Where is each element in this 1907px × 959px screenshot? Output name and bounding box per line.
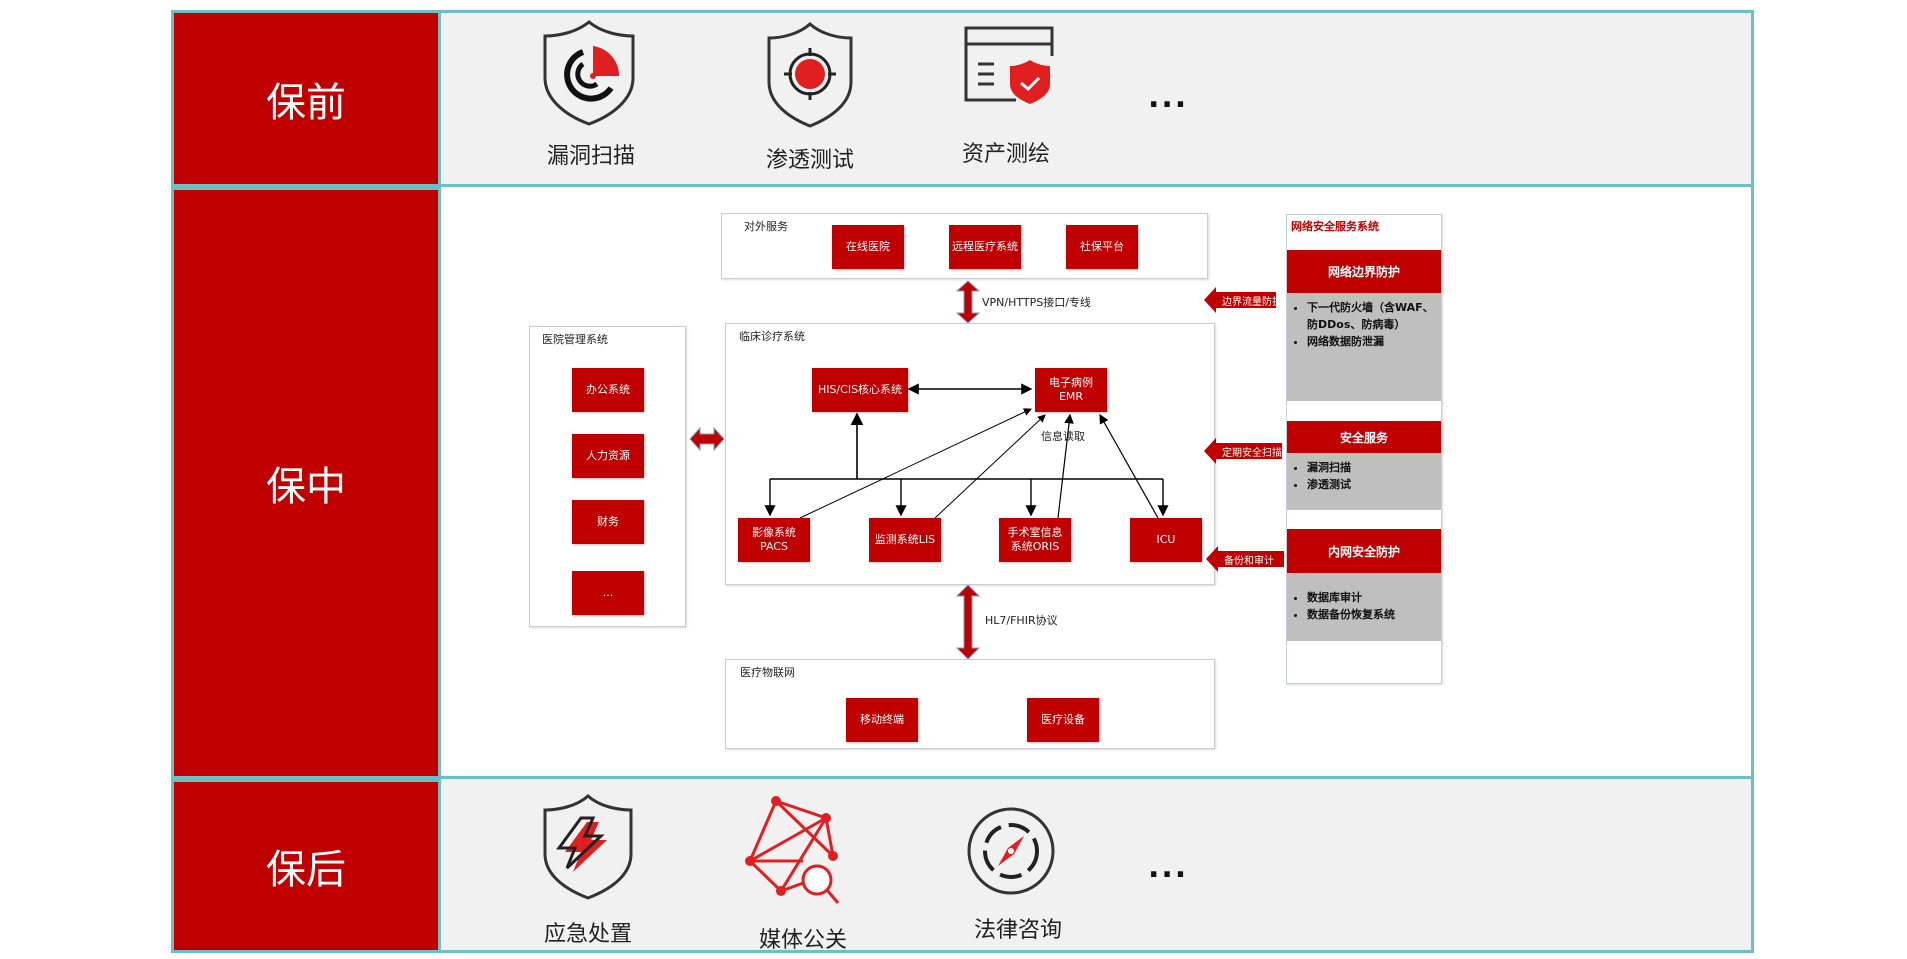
- security-section-body: 数据库审计 数据备份恢复系统: [1287, 573, 1441, 641]
- security-section-header: 网络边界防护: [1287, 250, 1441, 293]
- phase-before-label: 保前: [171, 10, 441, 187]
- info-read-label: 信息读取: [1041, 430, 1085, 443]
- emr-line1: 电子病例: [1049, 376, 1093, 389]
- iot-box: 医疗设备: [1027, 698, 1099, 742]
- oris-line1: 手术室信息: [1007, 526, 1063, 539]
- lightning-shield-icon: [537, 792, 639, 900]
- security-item: 漏洞扫描: [1307, 459, 1437, 476]
- oris-box: 手术室信息 系统ORIS: [999, 518, 1071, 562]
- panel-after: [438, 776, 1754, 953]
- security-section-header: 安全服务: [1287, 421, 1441, 453]
- iot-title: 医疗物联网: [740, 666, 795, 679]
- service-box: 在线医院: [832, 225, 904, 269]
- phase-after-text: 保后: [266, 847, 346, 893]
- icu-line1: ICU: [1156, 533, 1176, 546]
- after-more-ellipsis: ...: [1148, 850, 1189, 885]
- after-item-label: 法律咨询: [973, 918, 1062, 943]
- hospital-management-title: 医院管理系统: [542, 333, 608, 346]
- phase-during-text: 保中: [266, 464, 346, 510]
- hl7-link-label: HL7/FHIR协议: [985, 614, 1058, 627]
- phase-during-label: 保中: [171, 187, 441, 779]
- before-item-label: 资产测绘: [961, 142, 1050, 167]
- security-section-body: 漏洞扫描 渗透测试: [1287, 453, 1441, 510]
- asset-window-shield-icon: [964, 26, 1056, 106]
- after-item-label: 应急处置: [543, 922, 632, 947]
- his-core-box: HIS/CIS核心系统: [812, 368, 908, 412]
- icu-box: ICU: [1130, 518, 1202, 562]
- phase-after-label: 保后: [171, 779, 441, 953]
- security-section-body: 下一代防火墙（含WAF、防DDos、防病毒） 网络数据防泄漏: [1287, 293, 1441, 401]
- security-item: 数据备份恢复系统: [1307, 606, 1437, 623]
- iot-box: 移动终端: [846, 698, 918, 742]
- emr-box: 电子病例 EMR: [1035, 368, 1107, 412]
- security-item: 下一代防火墙（含WAF、防DDos、防病毒）: [1307, 299, 1437, 333]
- pacs-line1: 影像系统: [752, 526, 796, 539]
- security-item: 数据库审计: [1307, 589, 1437, 606]
- management-box: 人力资源: [572, 434, 644, 478]
- before-item-label: 渗透测试: [765, 148, 854, 173]
- management-box: 办公系统: [572, 368, 644, 412]
- hl7-double-arrow-icon: [955, 584, 981, 660]
- lis-line1: 监测系统LIS: [874, 533, 936, 546]
- management-double-arrow-icon: [689, 427, 725, 451]
- lis-box: 监测系统LIS: [869, 518, 941, 562]
- pacs-line2: PACS: [760, 540, 788, 553]
- iot-frame: [725, 659, 1215, 749]
- after-item-label: 媒体公关: [758, 928, 847, 953]
- clinical-title: 临床诊疗系统: [739, 330, 805, 343]
- radar-shield-icon: [537, 18, 641, 126]
- management-box: ...: [572, 571, 644, 615]
- phase-before-text: 保前: [266, 79, 346, 126]
- security-item: 网络数据防泄漏: [1307, 333, 1437, 350]
- pacs-box: 影像系统 PACS: [738, 518, 810, 562]
- periodic-scan-arrow: 定期安全扫描: [1204, 438, 1282, 464]
- security-section-header: 内网安全防护: [1287, 529, 1441, 573]
- arrow-label: 定期安全扫描: [1222, 447, 1282, 459]
- vpn-link-label: VPN/HTTPS接口/专线: [982, 296, 1091, 309]
- management-box: 财务: [572, 500, 644, 544]
- vpn-double-arrow-icon: [955, 280, 981, 324]
- service-box: 社保平台: [1066, 225, 1138, 269]
- service-box: 远程医疗系统: [949, 225, 1021, 269]
- panel-before: [438, 10, 1754, 187]
- clinical-connections: [764, 383, 1169, 519]
- external-services-title: 对外服务: [744, 220, 788, 233]
- arrow-label: 边界流量防护: [1222, 296, 1282, 308]
- arrow-label: 备份和审计: [1224, 555, 1274, 567]
- before-more-ellipsis: ...: [1148, 80, 1189, 115]
- emr-line2: EMR: [1058, 390, 1084, 403]
- before-item-label: 漏洞扫描: [546, 144, 635, 169]
- compass-icon: [966, 806, 1056, 896]
- network-search-icon: [743, 793, 843, 907]
- backup-audit-arrow: 备份和审计: [1206, 546, 1284, 572]
- security-item: 渗透测试: [1307, 476, 1437, 493]
- security-system-title: 网络安全服务系统: [1291, 220, 1379, 233]
- boundary-protection-arrow: 边界流量防护: [1204, 287, 1282, 313]
- target-shield-icon: [762, 20, 858, 128]
- oris-line2: 系统ORIS: [1010, 540, 1060, 553]
